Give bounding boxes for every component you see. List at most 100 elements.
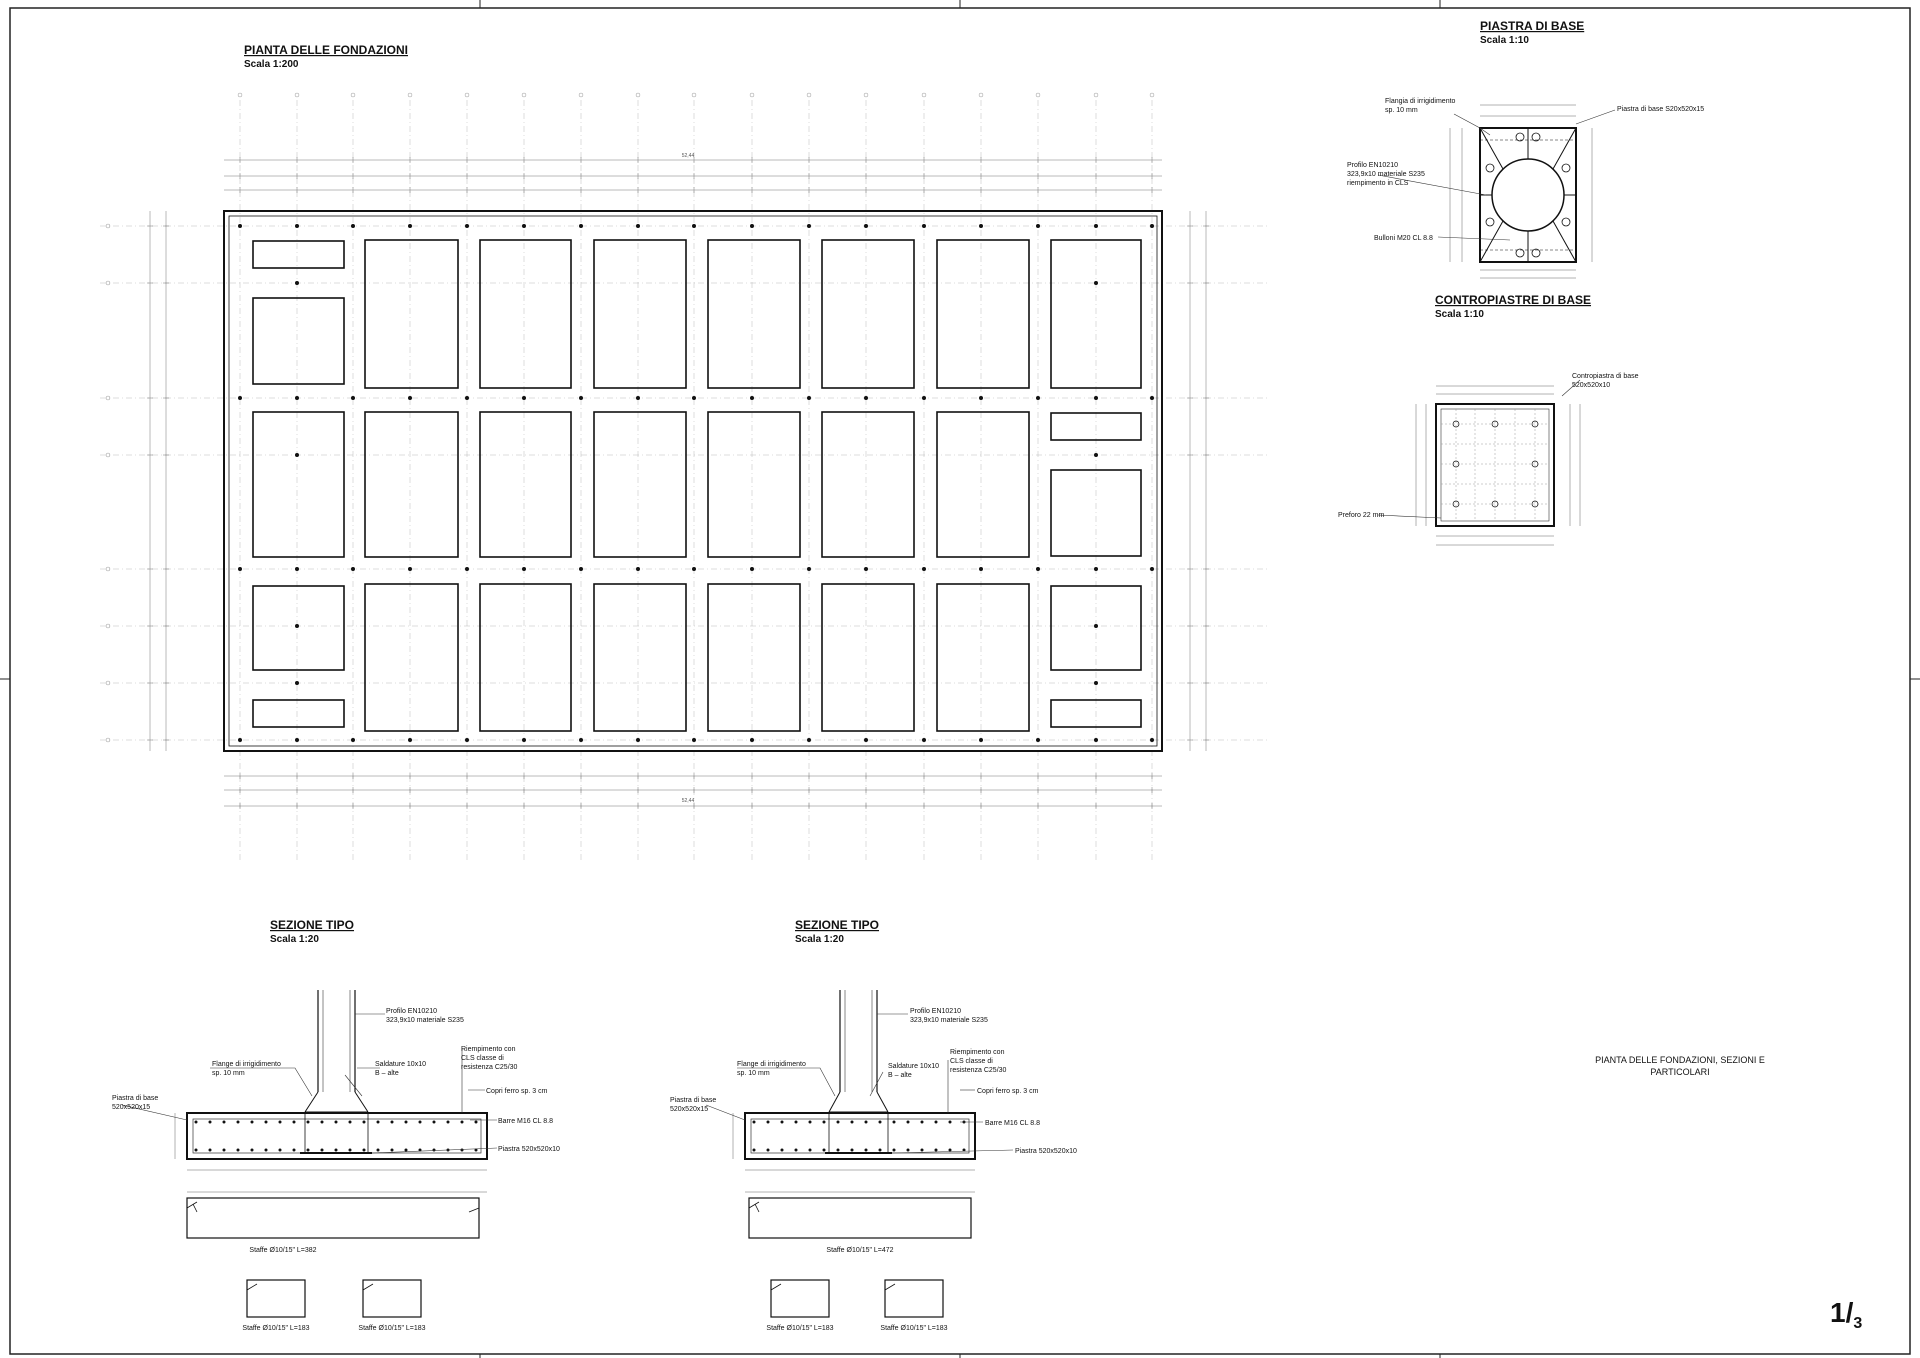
rebar-bottom <box>878 1148 882 1152</box>
grid-axis-marker <box>863 92 869 98</box>
rebar-top <box>474 1120 478 1124</box>
counter-plate-detail: CONTROPIASTRE DI BASE Scala 1:10 Controp… <box>1338 293 1639 546</box>
anchor-point <box>807 567 811 571</box>
rebar-top <box>906 1120 910 1124</box>
section-b-stirrup-main-label: Staffe Ø10/15" L=472 <box>826 1247 893 1254</box>
rebar-bottom <box>474 1148 478 1152</box>
counter-plate-hole-grid <box>1441 409 1549 521</box>
anchor-point <box>579 567 583 571</box>
rebar-bottom <box>250 1148 254 1152</box>
rebar-bottom <box>822 1148 826 1152</box>
rebar-top <box>362 1120 366 1124</box>
anchor-point <box>979 738 983 742</box>
anchor-point <box>750 224 754 228</box>
sheet-description-line-2: PARTICOLARI <box>1650 1067 1709 1077</box>
section-b-footing <box>744 1112 976 1160</box>
base-plate-callout-7: Bulloni M20 CL 8.8 <box>1374 235 1433 242</box>
anchor-point <box>465 738 469 742</box>
anchor-point <box>922 738 926 742</box>
anchor-point <box>1036 738 1040 742</box>
grid-axis-marker <box>105 566 111 572</box>
rebar-top <box>836 1120 840 1124</box>
anchor-point <box>1036 567 1040 571</box>
section-b-callout-5: Saldature 10x10 <box>888 1063 939 1070</box>
anchor-point <box>692 224 696 228</box>
grid-axis-marker <box>105 737 111 743</box>
anchor-point <box>979 224 983 228</box>
base-plate-callout-4: Profilo EN10210 <box>1347 162 1398 169</box>
base-plate-callout-3: Piastra di base S20x520x15 <box>1617 106 1704 113</box>
sheet-description-line-1: PIANTA DELLE FONDAZIONI, SEZIONI E <box>1595 1055 1765 1065</box>
grid-axis-marker <box>578 92 584 98</box>
rebar-top <box>222 1120 226 1124</box>
anchor-point <box>351 738 355 742</box>
rebar-bottom <box>334 1148 338 1152</box>
rebar-top <box>864 1120 868 1124</box>
anchor-point <box>636 224 640 228</box>
rebar-top <box>334 1120 338 1124</box>
anchor-point <box>238 738 242 742</box>
anchor-point <box>636 738 640 742</box>
anchor-point <box>465 224 469 228</box>
anchor-point <box>465 567 469 571</box>
rebar-bottom <box>432 1148 436 1152</box>
section-b-callout-4: sp. 10 mm <box>737 1070 770 1077</box>
opening <box>252 297 345 385</box>
section-b-rebar-cage <box>750 1118 970 1154</box>
rebar-top <box>348 1120 352 1124</box>
rebar-bottom <box>320 1148 324 1152</box>
counter-plate-scale: Scala 1:10 <box>1435 309 1484 320</box>
rebar-bottom <box>306 1148 310 1152</box>
plan-total-dimension-bottom: 52,44 <box>682 798 695 804</box>
foundation-outline-inner <box>228 215 1158 747</box>
rebar-bottom <box>194 1148 198 1152</box>
section-b-callout-6: B – alte <box>888 1072 912 1079</box>
opening <box>479 239 572 389</box>
anchor-point <box>750 567 754 571</box>
anchor-point <box>807 738 811 742</box>
opening <box>936 583 1030 732</box>
opening <box>936 239 1030 389</box>
anchor-point <box>238 396 242 400</box>
counter-bolt-hole <box>1531 500 1539 508</box>
opening-small <box>1050 412 1142 441</box>
anchor-point <box>1094 681 1098 685</box>
anchor-point <box>238 567 242 571</box>
opening <box>707 583 801 732</box>
plan-axis-grid <box>100 92 1270 860</box>
section-b-scale: Scala 1:20 <box>795 934 844 945</box>
anchor-point <box>692 396 696 400</box>
anchor-point <box>1094 224 1098 228</box>
plan-dimension-chains <box>147 157 1209 809</box>
anchor-point <box>1094 453 1098 457</box>
section-a-callout-6: B – alte <box>375 1070 399 1077</box>
section-b-callout-14: Piastra 520x520x10 <box>1015 1148 1077 1155</box>
rebar-bottom <box>934 1148 938 1152</box>
anchor-point <box>465 396 469 400</box>
section-a-rebar-cage <box>192 1118 482 1154</box>
grid-axis-marker <box>749 92 755 98</box>
rebar-top <box>194 1120 198 1124</box>
grid-axis-marker <box>635 92 641 98</box>
section-b-stiffeners <box>828 1091 889 1113</box>
foundation-openings <box>252 239 1142 732</box>
rebar-bottom <box>766 1148 770 1152</box>
opening <box>593 583 687 732</box>
plan-title: PIANTA DELLE FONDAZIONI <box>244 43 408 57</box>
rebar-bottom <box>376 1148 380 1152</box>
section-a-footing <box>186 1112 488 1160</box>
stiffener-ribs <box>1479 127 1577 263</box>
rebar-top <box>208 1120 212 1124</box>
rebar-top <box>766 1120 770 1124</box>
section-a-stirrup-hook <box>186 1201 198 1213</box>
grid-axis-marker <box>105 680 111 686</box>
rebar-top <box>892 1120 896 1124</box>
anchor-point <box>238 224 242 228</box>
section-b-callout-8: CLS classe di <box>950 1058 993 1065</box>
counter-plate-callout-1: Contropiastra di base <box>1572 373 1639 380</box>
grid-axis-marker <box>350 92 356 98</box>
base-plate-leaders <box>1377 109 1616 241</box>
section-b-callout-11: Piastra di base <box>670 1097 716 1104</box>
counter-plate-title: CONTROPIASTRE DI BASE <box>1435 293 1591 307</box>
rebar-bottom <box>264 1148 268 1152</box>
